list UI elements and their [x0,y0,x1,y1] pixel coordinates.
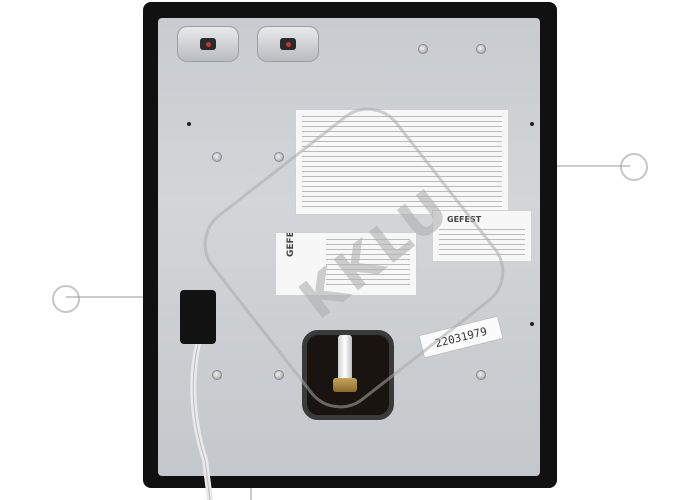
instruction-label [295,109,509,215]
brand-text-small: GEFEST [447,215,482,224]
mount-bracket-right [257,26,319,62]
bracket-marker [206,42,211,47]
screw-icon [212,152,222,162]
screw-icon [476,44,486,54]
mount-hole [530,322,534,326]
screw-icon [476,370,486,380]
screw-icon [274,370,284,380]
gas-inlet-nut [333,378,357,392]
rating-label: GEFEST [275,232,417,296]
screw-icon [418,44,428,54]
watermark-circle-right [620,153,648,181]
brand-sticker: GEFEST [432,210,532,262]
watermark-circle-left [52,285,80,313]
label-text-lines [326,239,410,289]
mount-hole [187,122,191,126]
label-text-lines [302,116,502,208]
label-text-lines [439,229,525,255]
mount-hole [530,122,534,126]
screw-icon [212,370,222,380]
power-plug [180,290,216,344]
mount-bracket-left [177,26,239,62]
bracket-marker [286,42,291,47]
gas-inlet-pipe [338,335,352,387]
screw-icon [274,152,284,162]
